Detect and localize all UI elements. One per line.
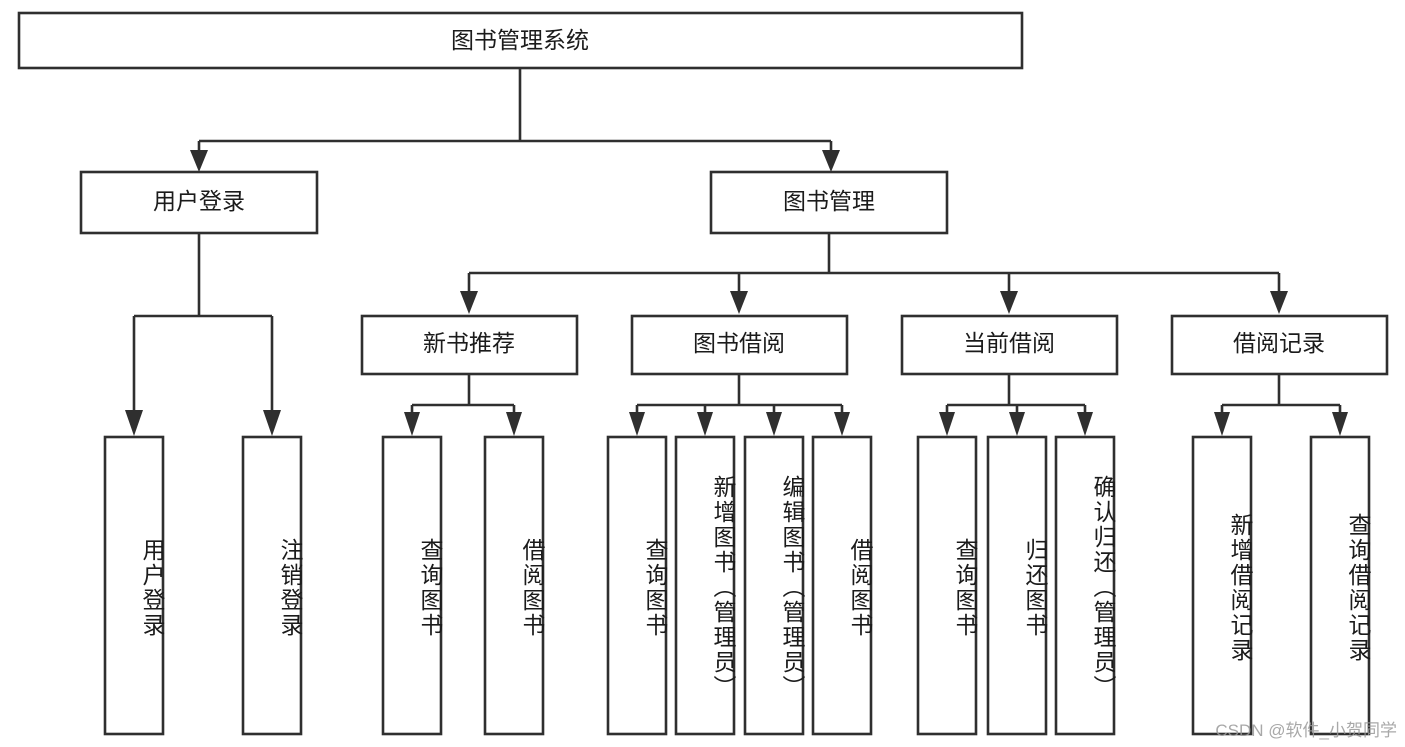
arrowhead-br-leaf2	[1332, 412, 1348, 436]
arrowhead-leaf-logout	[263, 410, 281, 436]
arrowhead-book-manage	[822, 150, 840, 172]
arrowhead-bb-leaf4	[834, 412, 850, 436]
leaf-nb-borrow-book-box[interactable]	[483, 435, 545, 736]
arrowhead-user-login	[190, 150, 208, 172]
node-new-book-box[interactable]	[360, 314, 579, 376]
arrowhead-cb-leaf3	[1077, 412, 1093, 436]
node-new-book-label: 新书推荐	[423, 330, 515, 356]
arrowhead-bb-leaf1	[629, 412, 645, 436]
arrowhead-borrow-record	[1270, 291, 1288, 314]
node-root-box[interactable]	[17, 11, 1024, 70]
arrowhead-br-leaf1	[1214, 412, 1230, 436]
leaf-bb-borrow-book-box[interactable]	[811, 435, 873, 736]
node-book-borrow-box[interactable]	[630, 314, 849, 376]
node-borrow-record-label: 借阅记录	[1233, 330, 1325, 356]
leaf-br-query-record-box[interactable]	[1309, 435, 1371, 736]
arrowhead-new-book	[460, 291, 478, 314]
node-book-borrow-label: 图书借阅	[693, 330, 785, 356]
leaf-cb-confirm-return-box[interactable]	[1054, 435, 1116, 736]
node-current-borrow-label: 当前借阅	[963, 330, 1055, 356]
node-root-label: 图书管理系统	[451, 27, 589, 53]
leaf-user-login-box[interactable]	[103, 435, 165, 736]
arrowhead-cb-leaf1	[939, 412, 955, 436]
leaf-cb-return-book-box[interactable]	[986, 435, 1048, 736]
arrowhead-book-borrow	[730, 291, 748, 314]
leaf-logout-box[interactable]	[241, 435, 303, 736]
leaf-bb-add-book-box[interactable]	[674, 435, 736, 736]
arrowhead-leaf-user-login	[125, 410, 143, 436]
arrowhead-cb-leaf2	[1009, 412, 1025, 436]
arrowhead-nb-leaf2	[506, 412, 522, 436]
node-book-manage-box[interactable]	[709, 170, 949, 235]
node-book-manage-label: 图书管理	[783, 188, 875, 214]
csdn-watermark: CSDN @软件_小贺同学	[1215, 721, 1397, 740]
arrowhead-current-borrow	[1000, 291, 1018, 314]
arrowhead-nb-leaf1	[404, 412, 420, 436]
leaf-cb-query-book-box[interactable]	[916, 435, 978, 736]
node-current-borrow-box[interactable]	[900, 314, 1119, 376]
leaf-bb-query-book-box[interactable]	[606, 435, 668, 736]
leaf-bb-edit-book-box[interactable]	[743, 435, 805, 736]
leaf-nb-query-book-box[interactable]	[381, 435, 443, 736]
arrowhead-bb-leaf3	[766, 412, 782, 436]
arrowhead-bb-leaf2	[697, 412, 713, 436]
node-borrow-record-box[interactable]	[1170, 314, 1389, 376]
leaf-br-add-record-box[interactable]	[1191, 435, 1253, 736]
node-user-login-label: 用户登录	[153, 188, 245, 214]
